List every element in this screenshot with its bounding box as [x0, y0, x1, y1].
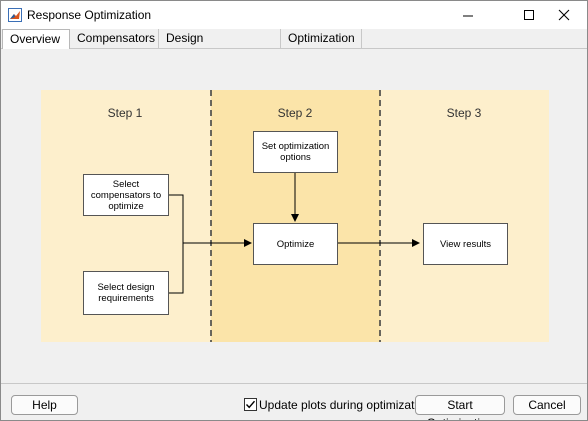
close-button[interactable]: [541, 1, 587, 29]
select-compensators-box: Select compensators to optimize: [83, 174, 169, 216]
checkmark-icon: [245, 400, 256, 409]
tab-compensators[interactable]: Compensators: [70, 29, 159, 48]
connector-compensators: [169, 194, 252, 247]
start-optimization-button[interactable]: Start Optimization: [415, 395, 505, 420]
update-plots-checkbox[interactable]: [244, 398, 257, 411]
view-results-box: View results: [423, 223, 508, 265]
step-3-label: Step 3: [446, 106, 482, 120]
select-requirements-box: Select design requirements: [83, 271, 169, 315]
matlab-logo-icon: [8, 8, 22, 22]
update-plots-label: Update plots during optimization: [259, 398, 431, 412]
tab-bar: Overview Compensators Design Requirement…: [1, 29, 587, 63]
tab-overview[interactable]: Overview: [2, 29, 70, 49]
title-bar[interactable]: Response Optimization: [1, 1, 587, 29]
maximize-button[interactable]: [506, 1, 552, 29]
window-title: Response Optimization: [27, 8, 152, 22]
tab-design-requirements[interactable]: Design Requirements: [159, 29, 281, 63]
overview-panel: Step 1 Step 2 Step 3 Select compensators…: [1, 49, 587, 383]
workflow-diagram: [41, 90, 549, 342]
minimize-icon: [463, 15, 473, 17]
step-1-label: Step 1: [107, 106, 143, 120]
close-icon: [558, 9, 570, 21]
optimize-box: Optimize: [253, 223, 338, 265]
connector-requirements: [169, 243, 184, 294]
help-button[interactable]: Help: [11, 395, 78, 415]
step-3-panel: [380, 90, 549, 342]
set-options-box: Set optimization options: [253, 131, 338, 173]
tab-optimization[interactable]: Optimization: [281, 29, 362, 48]
step-2-label: Step 2: [277, 106, 313, 120]
maximize-icon: [524, 10, 534, 20]
cancel-button[interactable]: Cancel: [513, 395, 581, 415]
minimize-button[interactable]: [445, 1, 491, 29]
